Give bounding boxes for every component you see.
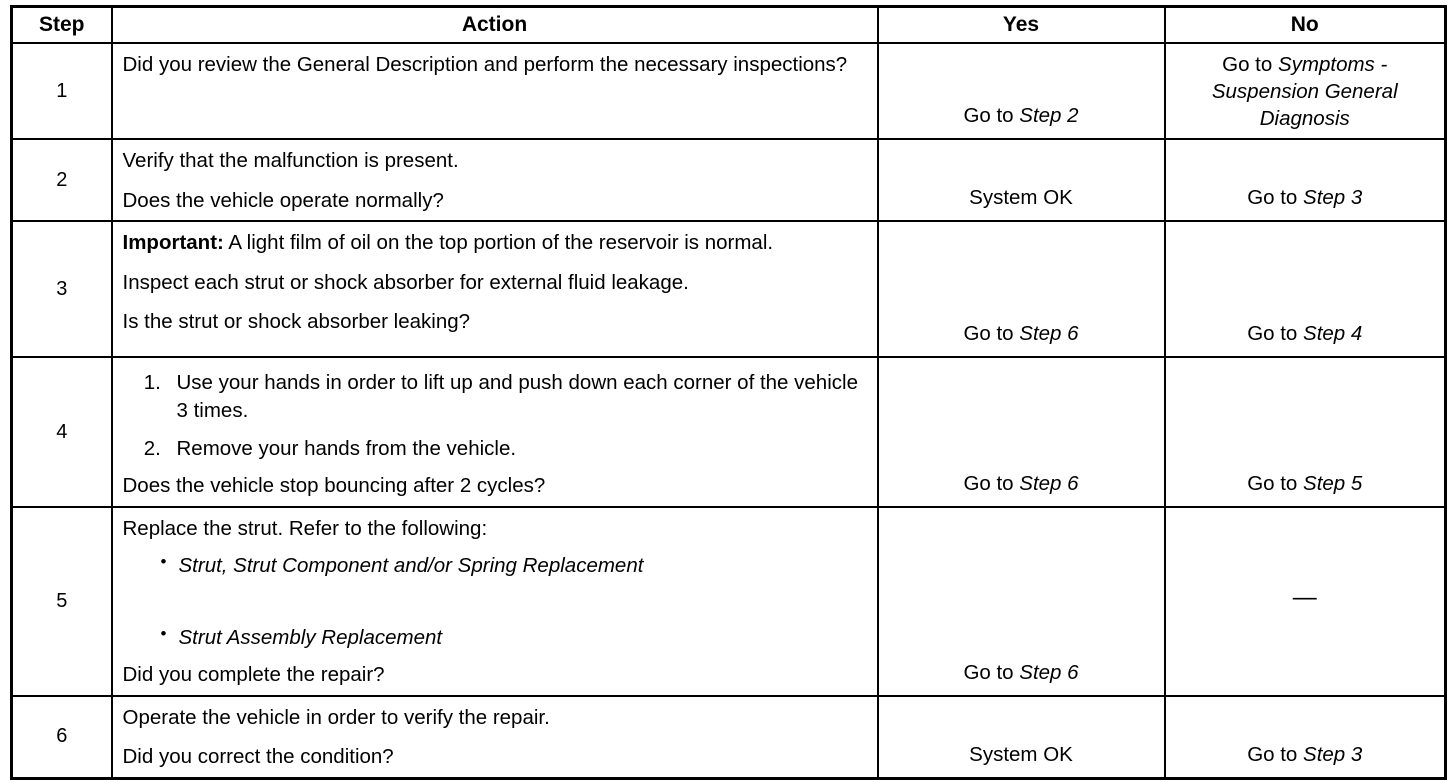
column-header-step: Step (10, 5, 113, 44)
step-number-cell: 4 (10, 356, 113, 508)
header-row: Step Action Yes No (10, 5, 1447, 44)
list-item: Use your hands in order to lift up and p… (167, 369, 867, 424)
action-paragraph: Did you review the General Description a… (122, 53, 848, 76)
yes-answer-cell: Go to Step 6 (876, 505, 1166, 697)
action-paragraph: Does the vehicle operate normally? (122, 188, 444, 212)
no-answer-cell: Go to Step 5 (1163, 356, 1447, 508)
answer-text: Go to Step 5 (1172, 470, 1439, 497)
answer-text: Go to Step 6 (885, 470, 1158, 497)
no-answer-cell: Go to Step 3 (1163, 138, 1447, 223)
list-item: Remove your hands from the vehicle. (167, 435, 867, 462)
answer-text: Go to Step 6 (885, 659, 1158, 686)
answer-reference: Step 2 (1019, 104, 1079, 128)
answer-prefix: System OK (969, 186, 1073, 210)
answer-text: System OK (885, 741, 1158, 768)
answer-text: Go to Step 2 (885, 102, 1158, 129)
action-paragraph: Inspect each strut or shock absorber for… (122, 270, 689, 294)
answer-prefix: Go to (1247, 471, 1304, 495)
action-cell: Important: A light film of oil on the to… (110, 220, 879, 359)
answer-reference: Step 3 (1303, 186, 1363, 210)
no-answer-cell: Go to Step 3 (1163, 694, 1447, 780)
answer-text: Go to Step 3 (1172, 184, 1439, 211)
yes-answer-cell: System OK (876, 694, 1166, 780)
yes-answer-cell: Go to Step 2 (876, 41, 1166, 141)
action-paragraph-text: A light film of oil on the top portion o… (223, 231, 774, 255)
answer-prefix: Go to (963, 322, 1020, 346)
no-answer-cell: Go to Step 4 (1163, 220, 1447, 359)
answer-prefix: Go to (1222, 53, 1278, 76)
answer-text: Go to Step 6 (885, 320, 1158, 347)
action-bullet-list: Strut, Strut Component and/or Spring Rep… (123, 551, 867, 651)
answer-prefix: Go to (963, 471, 1020, 495)
empty-dash: — (1292, 584, 1317, 612)
table-header: Step Action Yes No (10, 5, 1447, 44)
table-row: 5 Replace the strut. Refer to the followi… (10, 505, 1447, 697)
action-cell: Replace the strut. Refer to the followin… (110, 505, 879, 697)
step-number-cell: 5 (10, 505, 113, 697)
diagnostic-table-page: Step Action Yes No 1 Did you review the G… (0, 0, 1456, 740)
answer-text: System OK (885, 184, 1158, 211)
action-paragraph: Did you complete the repair? (122, 663, 385, 687)
action-numbered-list: Use your hands in order to lift up and p… (123, 369, 867, 462)
answer-reference: Step 6 (1019, 660, 1079, 684)
action-paragraph: Did you correct the condition? (122, 745, 394, 769)
yes-answer-cell: Go to Step 6 (876, 220, 1166, 359)
answer-text: Go to Step 3 (1172, 741, 1439, 768)
step-number-cell: 3 (10, 220, 113, 359)
answer-prefix: Go to (1247, 742, 1304, 766)
answer-reference: Step 3 (1303, 742, 1363, 766)
table-row: 1 Did you review the General Description … (10, 41, 1447, 141)
action-cell: Operate the vehicle in order to verify t… (110, 694, 879, 780)
answer-text: Go to Step 4 (1172, 320, 1439, 347)
action-cell: Verify that the malfunction is present. D… (110, 138, 879, 223)
no-answer-cell: Go to Symptoms - Suspension General Diag… (1163, 41, 1447, 141)
answer-prefix: Go to (1247, 322, 1304, 346)
yes-answer-cell: Go to Step 6 (876, 356, 1166, 508)
no-answer-cell: — (1163, 505, 1447, 697)
answer-reference: Step 5 (1303, 471, 1363, 495)
step-number-cell: 6 (10, 694, 113, 780)
yes-answer-cell: System OK (876, 138, 1166, 223)
answer-reference: Step 6 (1019, 322, 1079, 346)
list-item: Strut Assembly Replacement (161, 623, 867, 651)
action-paragraph: Is the strut or shock absorber leaking? (122, 310, 471, 334)
answer-reference: Step 6 (1019, 471, 1079, 495)
action-paragraph: Does the vehicle stop bouncing after 2 c… (122, 474, 546, 498)
action-cell: Did you review the General Description a… (110, 41, 879, 141)
diagnostic-step-table: Step Action Yes No 1 Did you review the G… (10, 5, 1447, 780)
important-label: Important: (122, 231, 224, 255)
action-paragraph: Verify that the malfunction is present. (122, 149, 459, 173)
column-header-no: No (1163, 5, 1447, 44)
step-number-cell: 1 (10, 41, 113, 141)
action-paragraph: Operate the vehicle in order to verify t… (122, 705, 550, 729)
answer-reference: Step 4 (1303, 322, 1363, 346)
action-paragraph: Important: A light film of oil on the to… (123, 229, 867, 256)
answer-prefix: Go to (963, 104, 1020, 128)
list-item: Strut, Strut Component and/or Spring Rep… (161, 551, 867, 579)
action-cell: Use your hands in order to lift up and p… (110, 356, 879, 508)
answer-reference: Symptoms - Suspension General Diagnosis (1211, 53, 1398, 131)
column-header-yes: Yes (876, 5, 1166, 44)
answer-prefix: Go to (1247, 186, 1304, 210)
answer-prefix: Go to (963, 660, 1020, 684)
table-body: 1 Did you review the General Description … (10, 41, 1447, 780)
table-row: 4 Use your hands in order to lift up and … (10, 356, 1447, 508)
table-row: 3 Important: A light film of oil on the t… (10, 220, 1447, 359)
step-number-cell: 2 (10, 138, 113, 223)
action-lead-text: Replace the strut. Refer to the followin… (122, 516, 488, 540)
answer-prefix: System OK (969, 742, 1073, 766)
table-row: 6 Operate the vehicle in order to verify … (10, 694, 1447, 780)
column-header-action: Action (110, 5, 879, 44)
answer-text: Go to Symptoms - Suspension General Diag… (1172, 51, 1439, 132)
